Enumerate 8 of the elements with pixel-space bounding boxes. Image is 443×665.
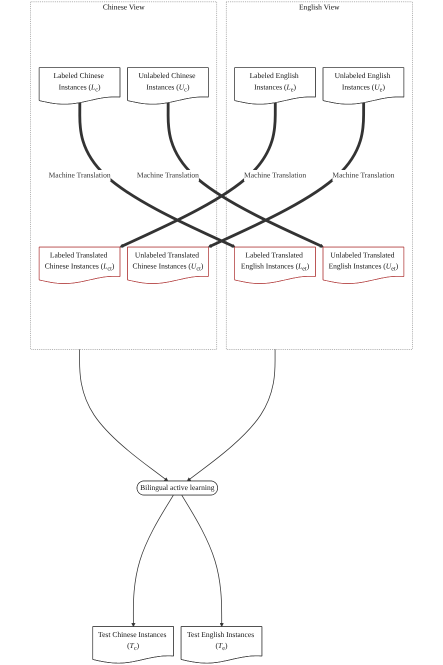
arrow bbox=[131, 494, 174, 628]
arrow bbox=[208, 102, 366, 248]
arrow bbox=[166, 102, 324, 248]
arrow bbox=[181, 494, 224, 628]
arrow bbox=[78, 102, 236, 248]
arrow bbox=[186, 348, 276, 482]
arrow bbox=[119, 102, 277, 248]
arrow bbox=[79, 348, 168, 482]
